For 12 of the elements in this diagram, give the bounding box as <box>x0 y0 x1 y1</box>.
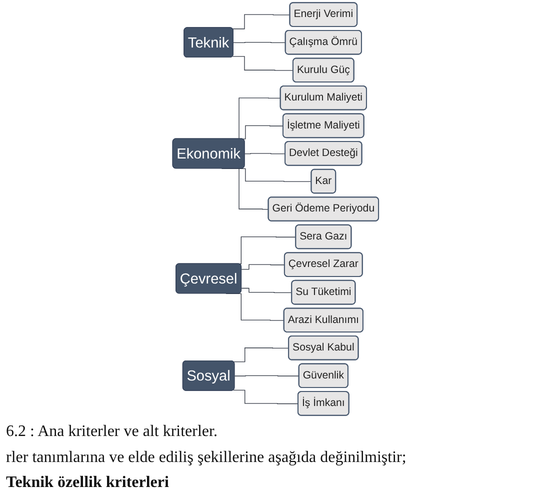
body-text: rler tanımlarına ve elde ediliş şekillerine aşağıda değinilmiştir; <box>6 448 408 467</box>
figure-caption: 6.2 : Ana kriterler ve alt kriterler. <box>6 422 218 442</box>
connector <box>232 56 294 71</box>
connector <box>233 348 290 362</box>
section-heading: Teknik özellik kriterleri <box>6 472 170 492</box>
connector <box>242 288 293 293</box>
connector <box>242 264 286 270</box>
connector <box>232 14 291 30</box>
connector <box>233 390 300 404</box>
connector <box>234 42 286 43</box>
connector <box>244 153 286 154</box>
connector <box>234 375 300 376</box>
